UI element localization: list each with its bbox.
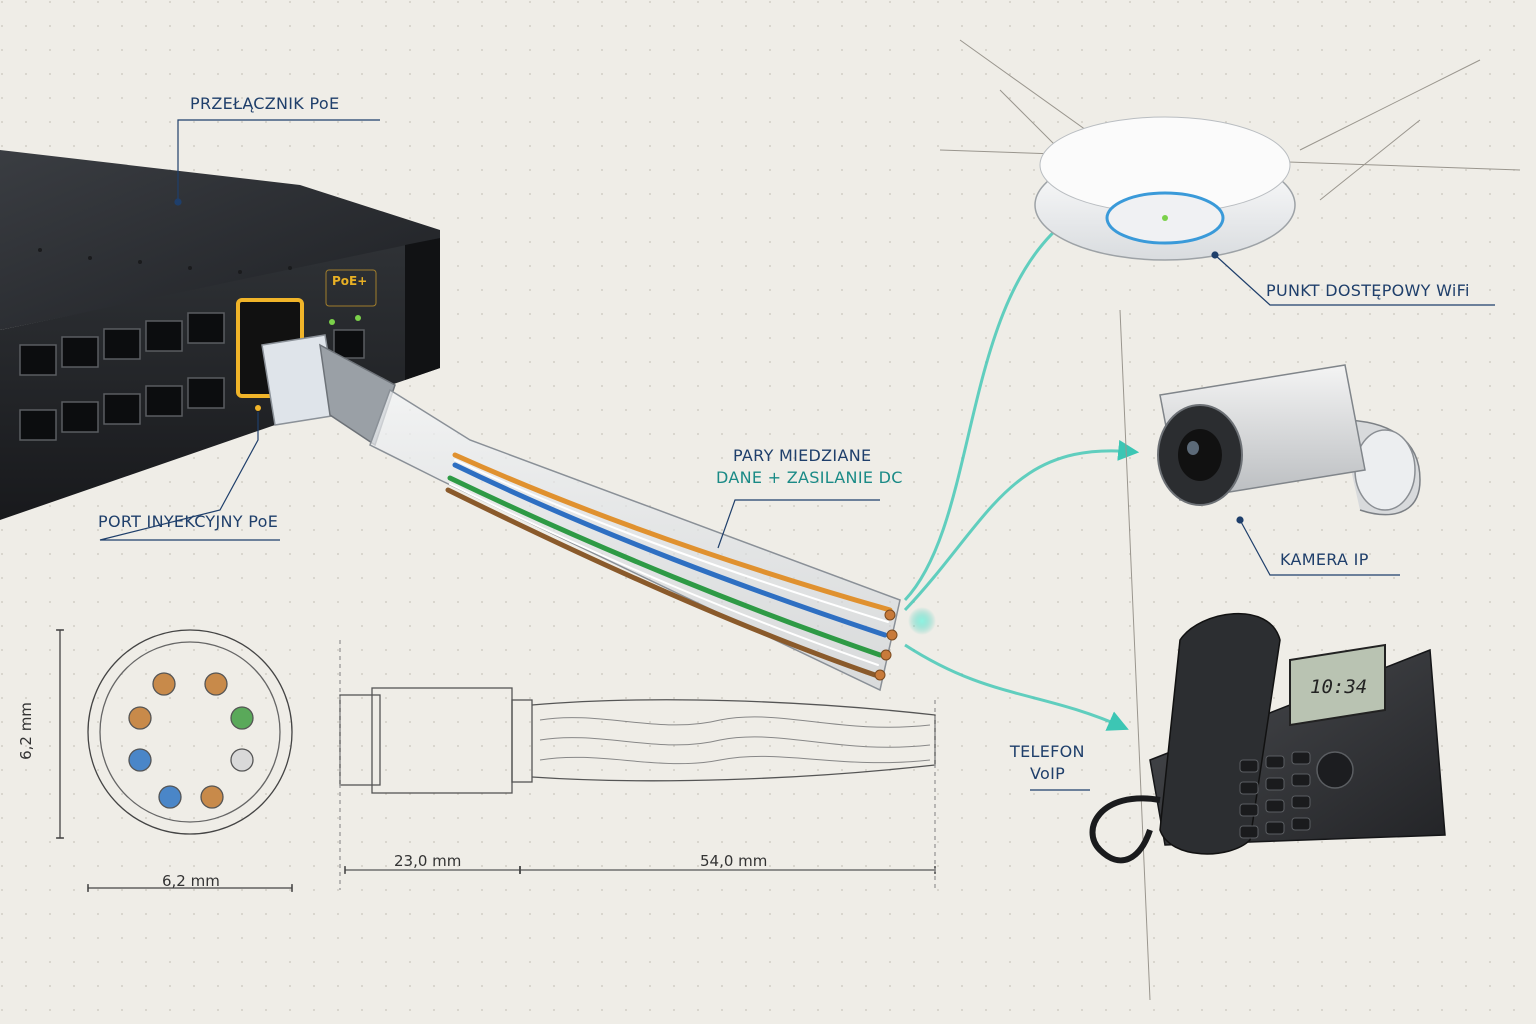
leader-lines	[99, 119, 1495, 791]
phone-display-time: 10:34	[1310, 676, 1368, 698]
flow-to-access-point	[903, 216, 1071, 602]
dimension-diameter-horizontal: 6,2 mm	[162, 872, 220, 890]
twisted-pairs	[445, 452, 893, 678]
voip-phone	[1089, 612, 1446, 864]
dimension-connector-length: 23,0 mm	[394, 852, 462, 870]
poe-badge-text: PoE+	[332, 274, 368, 288]
flow-to-camera	[903, 439, 1140, 612]
flow-to-phone	[904, 643, 1129, 731]
label-copper-pairs: PARY MIEDZIANE	[733, 446, 872, 465]
ethernet-cable	[261, 334, 901, 692]
wifi-access-point	[939, 39, 1521, 1001]
dimension-cable-length: 54,0 mm	[700, 852, 768, 870]
dimension-diameter-vertical: 6,2 mm	[16, 702, 35, 760]
label-data-power: DANE + ZASILANIE DC	[716, 468, 903, 487]
phone-cord	[1089, 795, 1161, 864]
connector-side-view	[339, 640, 936, 890]
phone-display	[1289, 643, 1386, 727]
label-ip-camera: KAMERA IP	[1280, 550, 1369, 569]
ip-camera	[1157, 364, 1421, 516]
poe-switch	[0, 150, 440, 520]
label-voip-phone-line1: TELEFON	[1010, 742, 1085, 761]
poe-badge	[325, 269, 377, 307]
phone-keypad	[1239, 751, 1311, 839]
label-injection-port: PORT INYEKCYJNY PoE	[98, 512, 279, 531]
label-access-point: PUNKT DOSTĘPOWY WiFi	[1266, 281, 1470, 300]
label-voip-phone-line2: VoIP	[1030, 764, 1066, 783]
switch-ports	[19, 312, 365, 441]
power-data-flows	[903, 216, 1140, 731]
cable-cross-section	[56, 629, 293, 892]
label-poe-switch: PRZEŁĄCZNIK PoE	[190, 94, 340, 113]
